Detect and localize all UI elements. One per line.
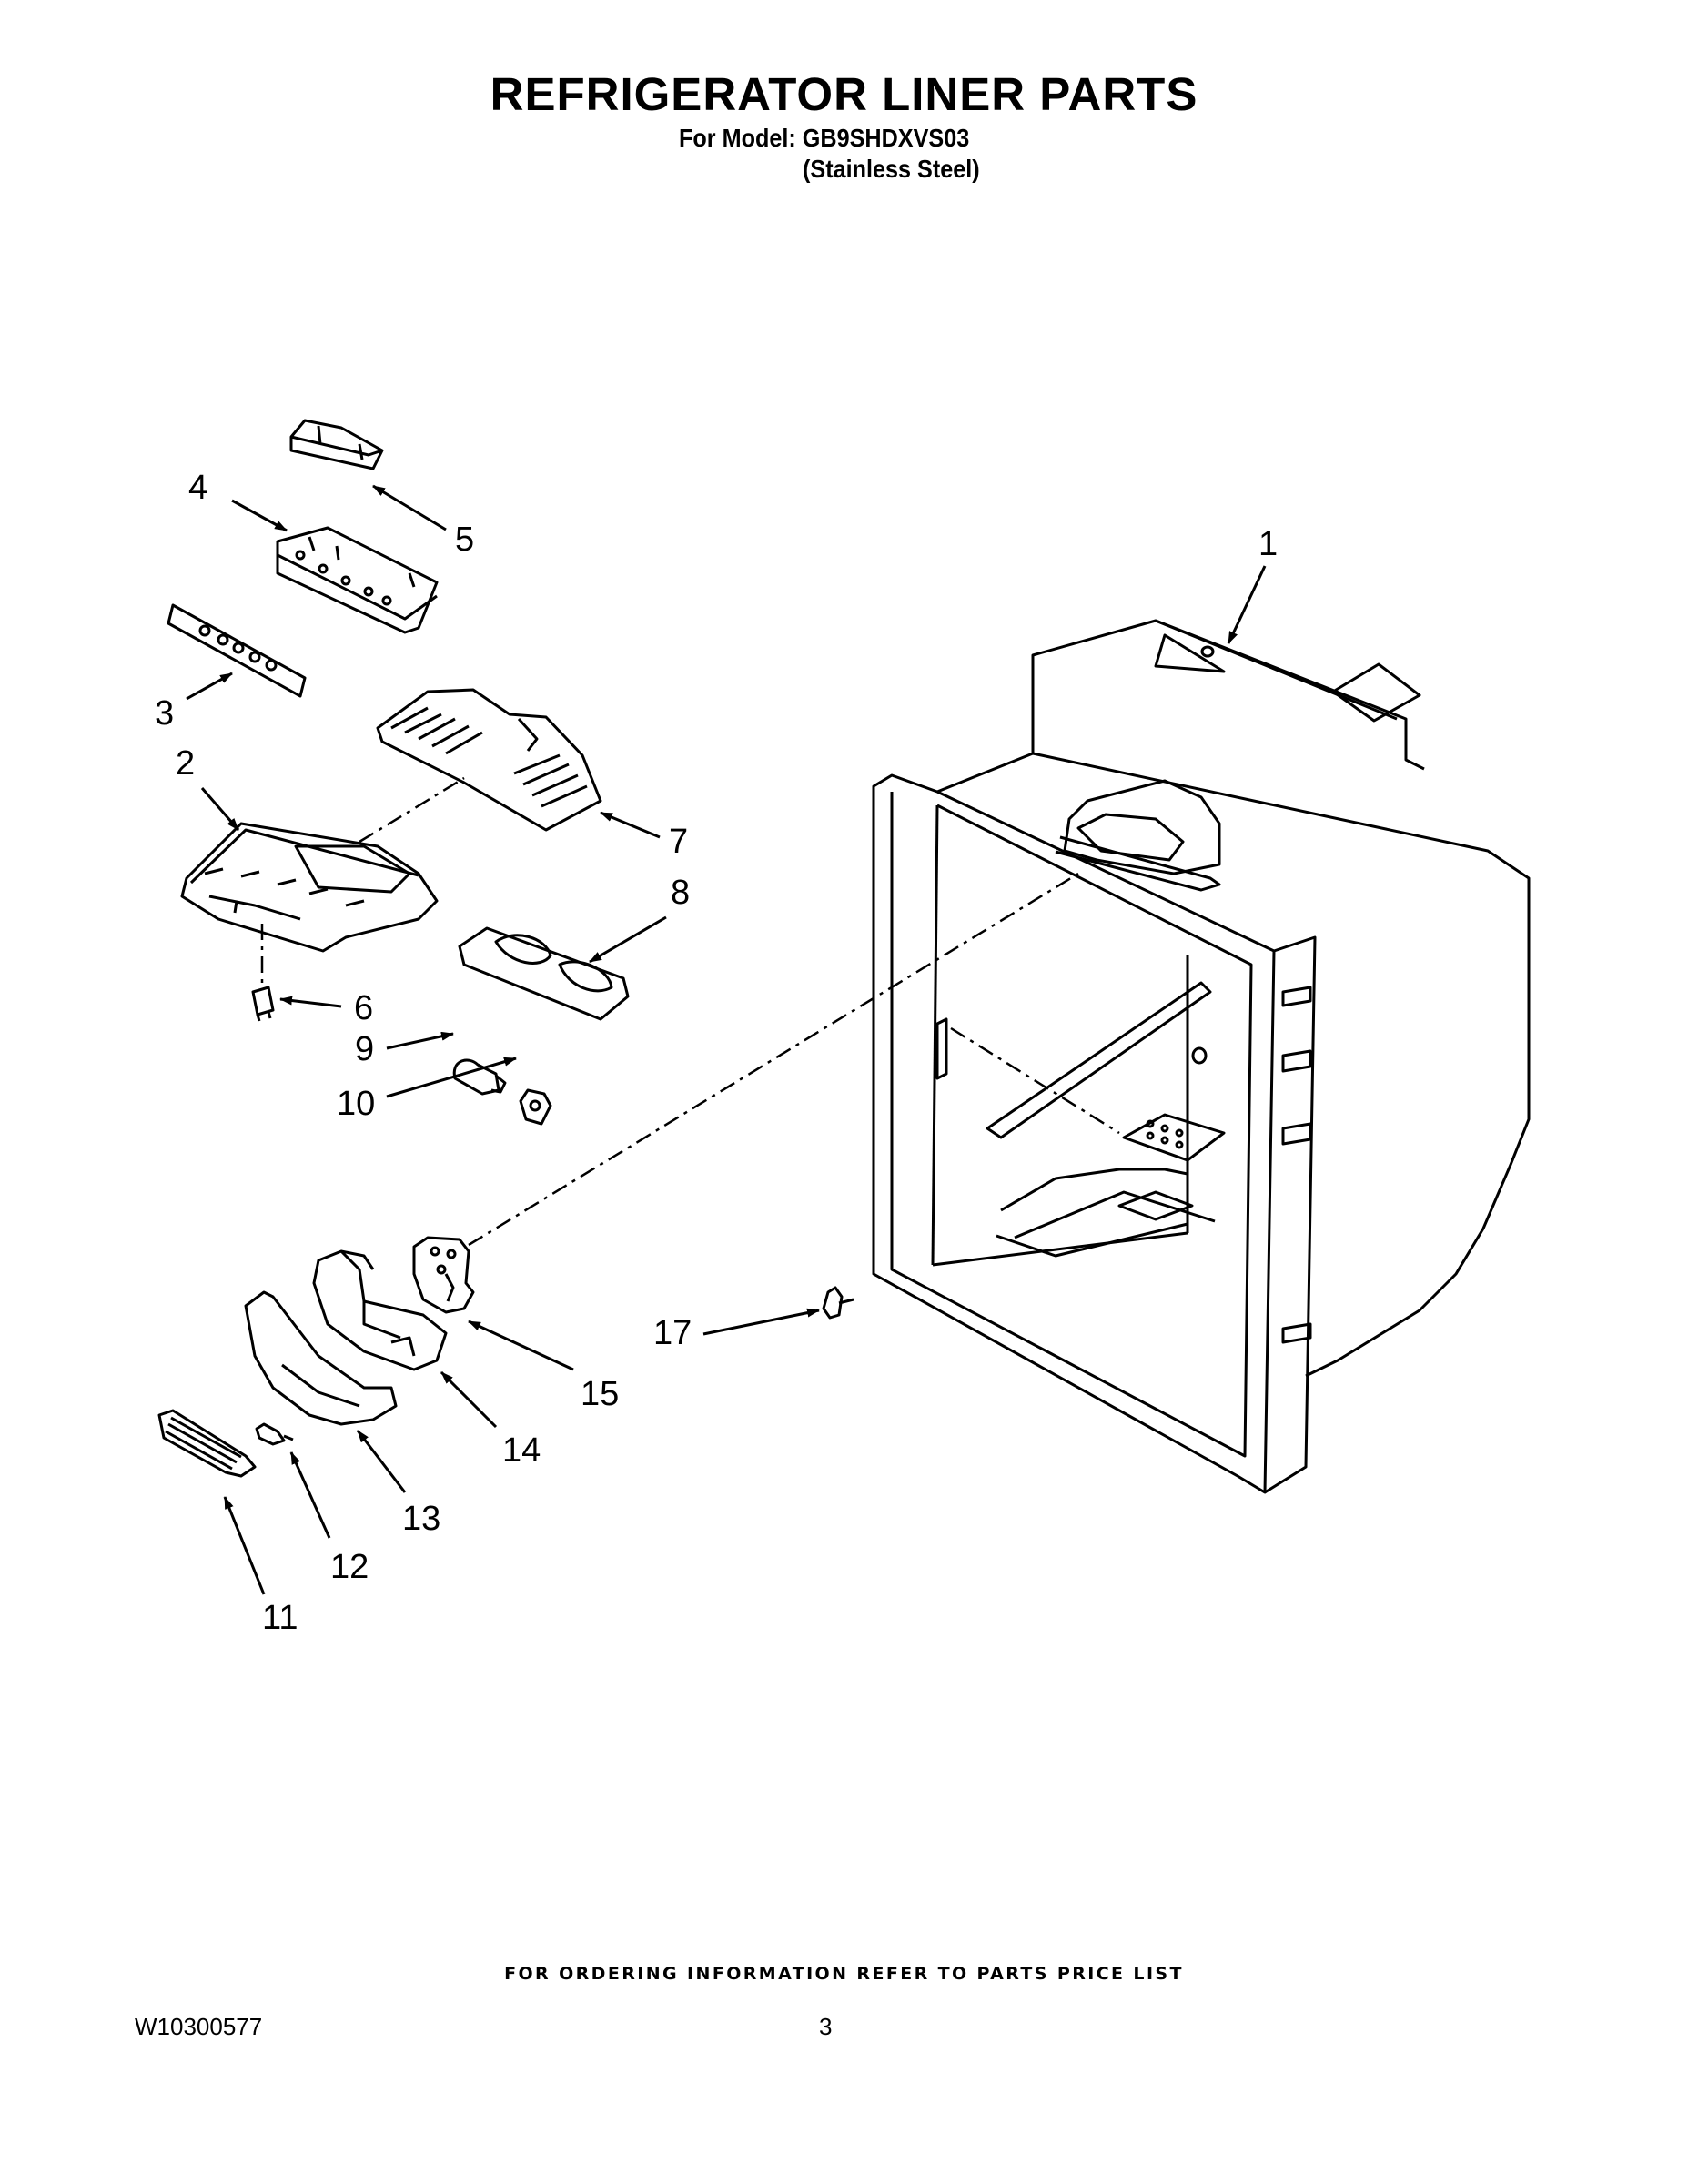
part-water-valve <box>412 1236 475 1314</box>
callout-1: 1 <box>1258 525 1278 563</box>
leader-17 <box>702 1308 820 1336</box>
leader-8 <box>589 915 667 964</box>
callout-14: 14 <box>502 1431 541 1470</box>
callout-10: 10 <box>337 1085 375 1123</box>
leader-14 <box>440 1370 498 1429</box>
part-switch <box>251 986 275 1022</box>
callout-15: 15 <box>581 1375 619 1413</box>
callout-13: 13 <box>402 1500 440 1538</box>
page-number: 3 <box>819 2013 833 2040</box>
callout-11: 11 <box>262 1599 298 1637</box>
ordering-note: FOR ORDERING INFORMATION REFER TO PARTS … <box>504 1964 1184 1984</box>
callout-6: 6 <box>354 989 373 1027</box>
part-light-bulb <box>452 1058 507 1096</box>
callout-2: 2 <box>176 744 195 783</box>
callout-5: 5 <box>455 521 474 559</box>
alignment-line-liner-inner <box>950 1026 1120 1135</box>
leader-13 <box>356 1430 407 1493</box>
callout-4: 4 <box>188 469 207 507</box>
callout-8: 8 <box>671 874 690 912</box>
leader-6 <box>279 996 342 1008</box>
model-line: For Model: GB9SHDXVS03 <box>679 124 970 152</box>
leader-15 <box>468 1320 574 1371</box>
leader-2 <box>200 787 240 831</box>
alignment-line-housing-cover <box>359 776 465 844</box>
part-light-cover <box>376 688 602 832</box>
part-control-bracket <box>276 526 439 634</box>
leader-3 <box>186 672 233 701</box>
finish-line: (Stainless Steel) <box>803 155 980 183</box>
part-handle-trim <box>244 1290 398 1426</box>
callout-3: 3 <box>155 694 174 733</box>
part-grille <box>157 1409 257 1478</box>
callout-9: 9 <box>355 1030 374 1068</box>
part-lamp-housing <box>458 926 630 1021</box>
leader-10 <box>386 1057 517 1098</box>
callout-17: 17 <box>653 1314 692 1352</box>
callout-12: 12 <box>330 1548 369 1586</box>
leader-1 <box>1227 565 1267 644</box>
leader-9 <box>386 1031 454 1050</box>
part-lamp-socket <box>519 1088 552 1126</box>
leader-11 <box>223 1496 266 1595</box>
callout-7: 7 <box>669 823 688 861</box>
part-screw <box>255 1422 294 1446</box>
part-bracket-cap <box>289 419 384 470</box>
leader-5 <box>372 484 447 531</box>
page-title: REFRIGERATOR LINER PARTS <box>490 68 1198 120</box>
leader-7 <box>600 811 661 839</box>
part-liner-screw <box>822 1286 854 1320</box>
alignment-line-valve-liner <box>468 872 1079 1247</box>
part-overlay <box>167 603 307 698</box>
document-id: W10300577 <box>135 2013 263 2040</box>
leader-4 <box>231 499 288 532</box>
part-control-housing <box>180 822 439 953</box>
part-dispenser-housing <box>312 1249 448 1371</box>
leader-12 <box>289 1451 331 1539</box>
part-liner <box>872 619 1531 1494</box>
